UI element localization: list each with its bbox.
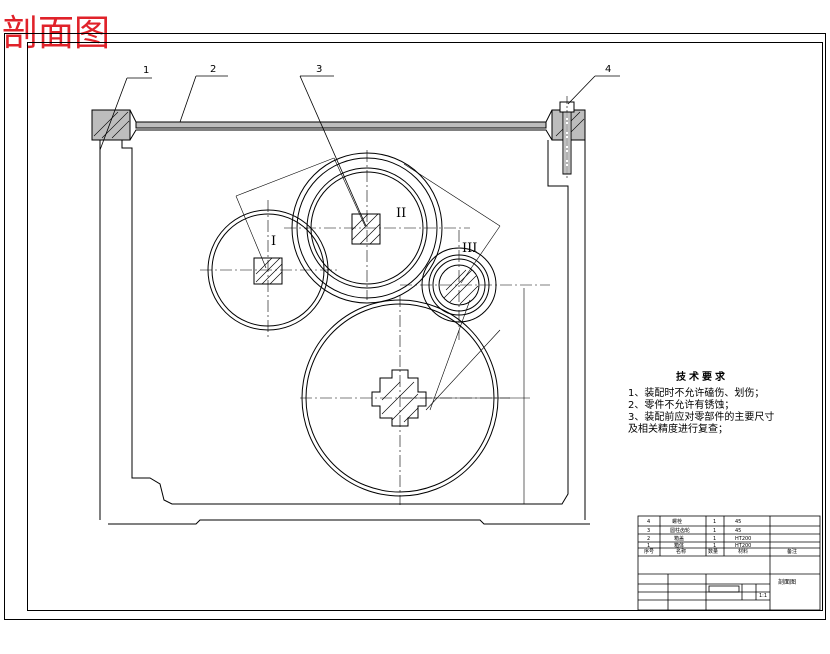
technical-requirement-item: 及相关精度进行复查； — [628, 424, 728, 435]
bolt — [559, 96, 575, 180]
parts-row-material: 45 — [735, 519, 741, 525]
parts-row-name: 螺栓 — [672, 518, 682, 525]
parts-row-qty: 1 — [713, 519, 716, 525]
technical-requirement-item: 3、装配前应对零部件的主要尺寸 — [628, 412, 775, 423]
housing-cover — [91, 109, 586, 141]
parts-header-qty: 数量 — [708, 548, 718, 555]
callout-3: 3 — [316, 64, 322, 75]
title-block-scale: 1:1 — [759, 593, 767, 599]
housing-inner-wall — [121, 140, 569, 505]
parts-row-material: 45 — [735, 528, 741, 534]
parts-row-qty: 1 — [713, 528, 716, 534]
parts-header-note: 备注 — [787, 548, 797, 555]
parts-row-name: 箱盖 — [674, 535, 684, 542]
parts-row-name: 箱体 — [674, 542, 684, 549]
parts-row-material: HT200 — [735, 536, 751, 542]
dimension-lines — [235, 157, 530, 504]
technical-requirement-item: 2、零件不允许有锈蚀； — [628, 400, 735, 411]
outer-border — [4, 33, 826, 620]
parts-row-name: 圆柱齿轮 — [670, 527, 690, 534]
title-block-drawing-name: 剖面图 — [778, 578, 796, 586]
parts-row-material: HT200 — [735, 543, 751, 549]
parts-row-no: 4 — [647, 519, 650, 525]
parts-header-name: 名称 — [676, 548, 686, 555]
parts-row-no: 2 — [647, 536, 650, 542]
shaft-label-3: III — [462, 241, 477, 256]
shaft-label-2: II — [396, 206, 406, 221]
callout-2: 2 — [210, 64, 216, 75]
parts-row-qty: 1 — [713, 536, 716, 542]
parts-row-no: 3 — [647, 528, 650, 534]
parts-row-qty: 1 — [713, 543, 716, 549]
inner-border — [27, 42, 823, 611]
callout-1: 1 — [143, 65, 149, 76]
shaft-label-1: I — [271, 234, 276, 249]
parts-header-no: 序号 — [644, 548, 654, 555]
technical-requirements: 技术要求 1、装配时不允许磕伤、划伤； 2、零件不允许有锈蚀； 3、装配前应对零… — [628, 372, 774, 436]
leader-lines — [99, 75, 620, 227]
callout-4: 4 — [605, 64, 611, 75]
housing-base-line — [108, 519, 590, 525]
parts-row-no: 1 — [647, 543, 650, 549]
parts-header-material: 材料 — [738, 548, 748, 555]
parts-list: 4 螺栓 1 45 3 圆柱齿轮 1 45 2 箱盖 1 HT200 1 箱体 … — [644, 518, 797, 555]
title-block — [637, 515, 821, 611]
technical-requirements-heading: 技术要求 — [676, 372, 728, 383]
technical-requirement-item: 1、装配时不允许磕伤、划伤； — [628, 388, 765, 399]
